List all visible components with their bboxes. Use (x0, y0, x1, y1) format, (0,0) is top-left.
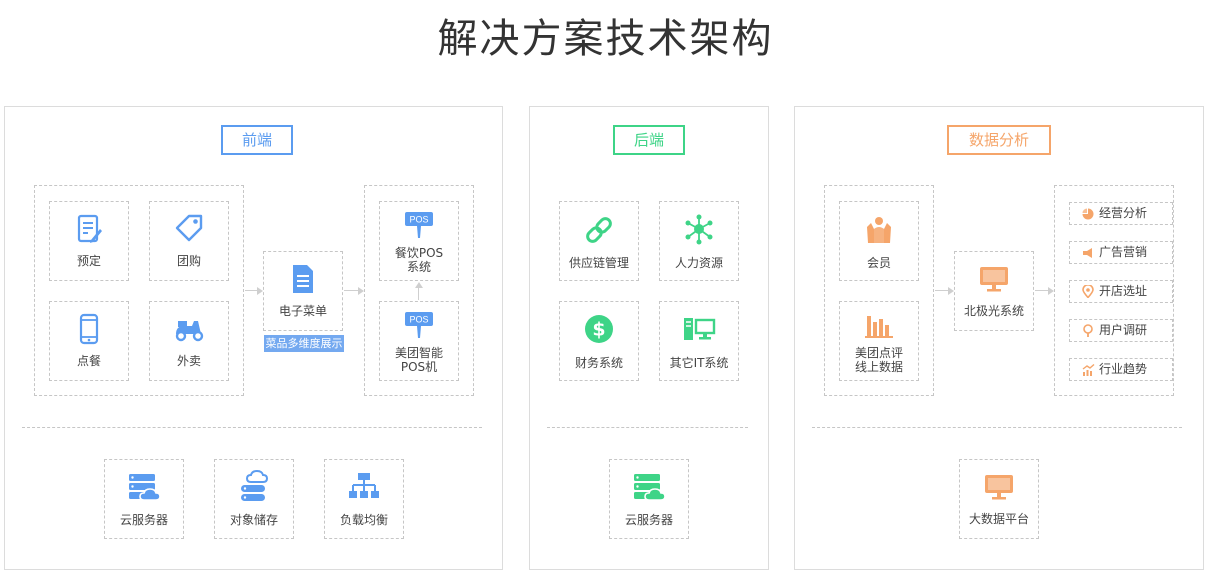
frontend-pos-group (364, 185, 474, 396)
aurora-label: 北极光系统 (963, 304, 1024, 318)
pie-chart-icon (1082, 208, 1094, 220)
order-label: 点餐 (76, 354, 101, 368)
aurora-card[interactable]: 北极光系统 (954, 251, 1034, 331)
analytics-divider (812, 427, 1182, 428)
reviews-card[interactable]: 美团点评 线上数据 (839, 301, 919, 381)
pos-sign-text: POS (409, 215, 428, 225)
arrow-menu-to-pos (344, 286, 364, 296)
menu-label: 电子菜单 (278, 304, 327, 318)
phone-icon (79, 313, 99, 345)
cloud-server-label: 云服务器 (119, 513, 168, 527)
pos-sign-text: POS (409, 315, 428, 325)
menu-tag-badge: 菜品多维度展示 (264, 335, 344, 352)
members-label: 会员 (866, 256, 891, 270)
monitor-icon (985, 475, 1013, 500)
supply-chain-card[interactable]: 供应链管理 (559, 201, 639, 281)
order-card[interactable]: 点餐 (49, 301, 129, 381)
arrow-pos-up (414, 282, 424, 300)
output-industry-trends[interactable]: 行业趋势 (1069, 358, 1173, 381)
backend-cloud-server-label: 云服务器 (624, 513, 673, 527)
hr-card[interactable]: 人力资源 (659, 201, 739, 281)
svg-text:$: $ (592, 319, 605, 341)
other-it-card[interactable]: 其它IT系统 (659, 301, 739, 381)
output-site-selection-label: 开店选址 (1099, 284, 1148, 298)
output-site-selection[interactable]: 开店选址 (1069, 280, 1173, 303)
bigdata-platform-label: 大数据平台 (968, 512, 1029, 526)
output-user-research-label: 用户调研 (1099, 323, 1148, 337)
object-storage-label: 对象储存 (229, 513, 278, 527)
object-storage-icon (241, 470, 269, 501)
document-icon (293, 265, 313, 293)
frontend-header: 前端 (221, 125, 293, 155)
monitor-icon (980, 267, 1008, 292)
output-user-research[interactable]: 用户调研 (1069, 319, 1173, 342)
takeout-label: 外卖 (176, 354, 201, 368)
hr-label: 人力资源 (674, 256, 723, 270)
backend-header: 后端 (613, 125, 685, 155)
output-industry-trends-label: 行业趋势 (1099, 362, 1148, 376)
groupbuy-card[interactable]: 团购 (149, 201, 229, 281)
analytics-outputs-group (1054, 185, 1174, 396)
pos-dining-card[interactable]: POS 餐饮POS 系统 (379, 201, 459, 281)
load-balance-card[interactable]: 负载均衡 (324, 459, 404, 539)
reserve-icon (77, 214, 102, 243)
network-icon (685, 214, 713, 245)
computer-icon (684, 318, 716, 340)
frontend-divider (22, 427, 482, 428)
pos-sign-icon: POS (405, 212, 433, 238)
megaphone-icon (1083, 248, 1092, 258)
output-business-analysis[interactable]: 经营分析 (1069, 202, 1173, 225)
cloud-server-icon (129, 474, 161, 501)
members-card[interactable]: 会员 (839, 201, 919, 281)
link-icon (586, 217, 612, 243)
frontend-channels-group (34, 185, 244, 396)
reserve-card[interactable]: 预定 (49, 201, 129, 281)
search-pin-icon (1083, 324, 1093, 337)
page-title: 解决方案技术架构 (437, 16, 774, 62)
supply-chain-label: 供应链管理 (568, 256, 629, 270)
scooter-icon (175, 321, 204, 342)
groupbuy-label: 团购 (176, 254, 201, 268)
finance-label: 财务系统 (574, 356, 623, 370)
location-pin-icon (1082, 285, 1094, 298)
reserve-label: 预定 (76, 254, 101, 268)
object-storage-card[interactable]: 对象储存 (214, 459, 294, 539)
arrow-sources-to-aurora (935, 286, 954, 296)
load-balance-label: 负载均衡 (339, 513, 388, 527)
output-ad-marketing-label: 广告营销 (1099, 245, 1148, 259)
pos-sign-icon: POS (405, 312, 433, 338)
takeout-card[interactable]: 外卖 (149, 301, 229, 381)
backend-cloud-server-card[interactable]: 云服务器 (609, 459, 689, 539)
output-ad-marketing[interactable]: 广告营销 (1069, 241, 1173, 264)
output-business-analysis-label: 经营分析 (1099, 206, 1148, 220)
pos-meituan-label: 美团智能 POS机 (394, 346, 443, 374)
reviews-label: 美团点评 线上数据 (854, 346, 903, 374)
other-it-label: 其它IT系统 (669, 356, 729, 370)
cloud-server-card[interactable]: 云服务器 (104, 459, 184, 539)
bigdata-platform-card[interactable]: 大数据平台 (959, 459, 1039, 539)
menu-card[interactable]: 电子菜单 (263, 251, 343, 331)
tag-icon (175, 214, 203, 242)
dollar-icon: $ (585, 315, 613, 343)
cloud-server-icon (634, 474, 666, 501)
finance-card[interactable]: $ 财务系统 (559, 301, 639, 381)
pos-meituan-card[interactable]: POS 美团智能 POS机 (379, 301, 459, 381)
pos-dining-label: 餐饮POS 系统 (394, 246, 444, 274)
analytics-header: 数据分析 (947, 125, 1051, 155)
trend-chart-icon (1082, 364, 1095, 376)
analytics-sources-group (824, 185, 934, 396)
backend-divider (547, 427, 748, 428)
network-tree-icon (349, 473, 379, 498)
hands-icon (867, 217, 891, 243)
arrow-channels-to-menu (245, 286, 263, 296)
arrow-aurora-to-outputs (1035, 286, 1054, 296)
bar-chart-icon (865, 316, 893, 338)
